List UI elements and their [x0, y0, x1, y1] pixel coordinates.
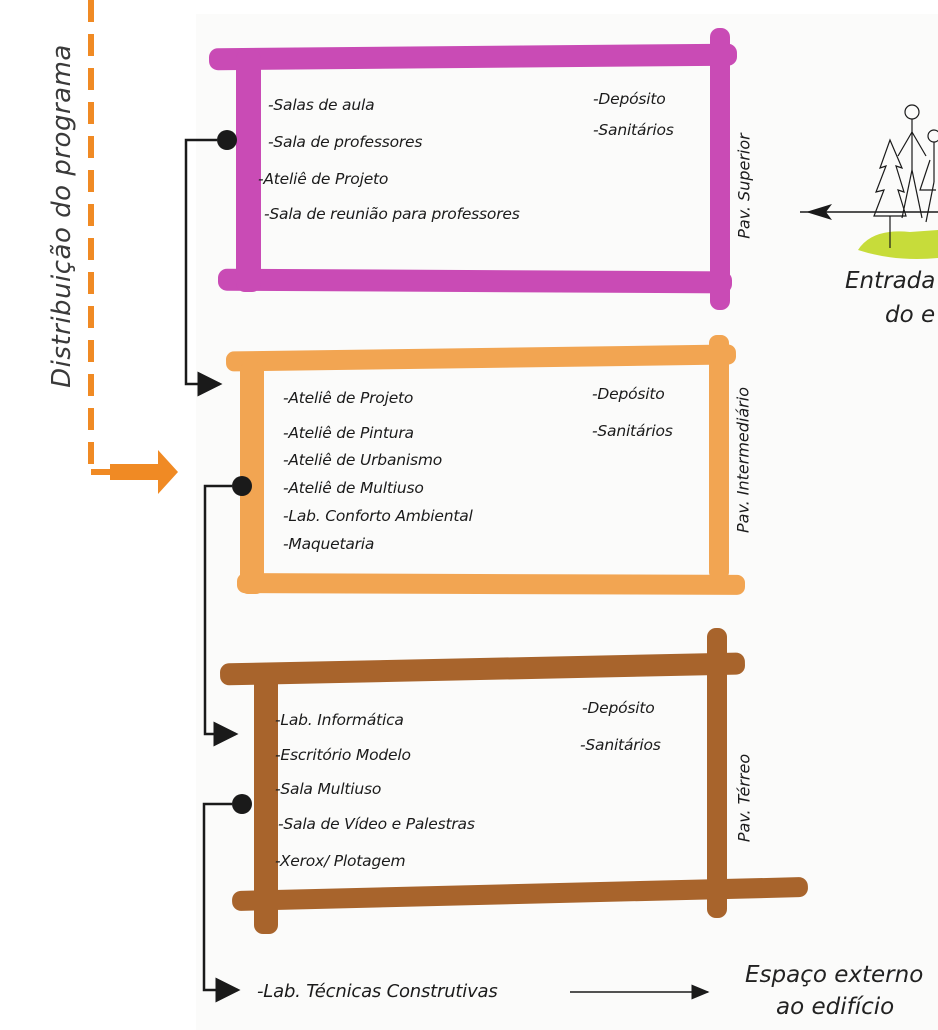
- terreo-item: -Sala Multiuso: [275, 780, 382, 798]
- floor-label-terreo: Pav. Térreo: [734, 753, 754, 843]
- terreo-item: -Lab. Informática: [275, 711, 404, 729]
- entrance-label-line2: do e: [885, 302, 936, 328]
- connector-terreo-to-external: [202, 794, 252, 1003]
- paper-background: [196, 14, 938, 1030]
- terreo-service: -Depósito: [582, 699, 655, 717]
- external-label-line2: ao edifício: [776, 994, 895, 1020]
- orange-dashed-line: [88, 0, 126, 475]
- terreo-item: -Xerox/ Plotagem: [275, 852, 406, 870]
- intermediario-item: -Maquetaria: [283, 535, 375, 553]
- intermediario-service: -Depósito: [592, 385, 665, 403]
- terreo-item: -Escritório Modelo: [275, 746, 411, 764]
- superior-item: -Salas de aula: [268, 96, 375, 114]
- frame-terreo: [220, 628, 808, 934]
- entrance-sketch: [800, 104, 938, 259]
- external-label-line1: Espaço externo: [745, 962, 924, 988]
- terreo-service: -Sanitários: [580, 736, 661, 754]
- superior-item: -Ateliê de Projeto: [258, 170, 389, 188]
- entrance-label-line1: Entrada: [845, 268, 936, 294]
- superior-service: -Sanitários: [593, 121, 674, 139]
- intermediario-service: -Sanitários: [592, 422, 673, 440]
- intermediario-item: -Lab. Conforto Ambiental: [283, 507, 473, 525]
- frame-intermediario: [225, 335, 746, 595]
- superior-service: -Depósito: [593, 90, 666, 108]
- connector-superior-to-intermediario: [184, 130, 237, 397]
- superior-item: -Sala de reunião para professores: [264, 205, 520, 223]
- floor-label-intermediario: Pav. Intermediário: [733, 387, 753, 533]
- intermediario-item: -Ateliê de Multiuso: [283, 479, 424, 497]
- intermediario-item: -Ateliê de Urbanismo: [283, 451, 443, 469]
- orange-arrow-icon: [110, 450, 178, 494]
- side-title: Distribuição do programa: [47, 44, 77, 388]
- superior-item: -Sala de professores: [268, 133, 423, 151]
- floor-label-superior: Pav. Superior: [734, 133, 754, 239]
- frame-superior: [208, 28, 738, 310]
- connector-intermediario-to-terreo: [203, 476, 252, 747]
- terreo-item: -Sala de Vídeo e Palestras: [278, 815, 475, 833]
- external-item: -Lab. Técnicas Construtivas: [257, 981, 498, 1002]
- intermediario-item: -Ateliê de Pintura: [283, 424, 414, 442]
- intermediario-item: -Ateliê de Projeto: [283, 389, 414, 407]
